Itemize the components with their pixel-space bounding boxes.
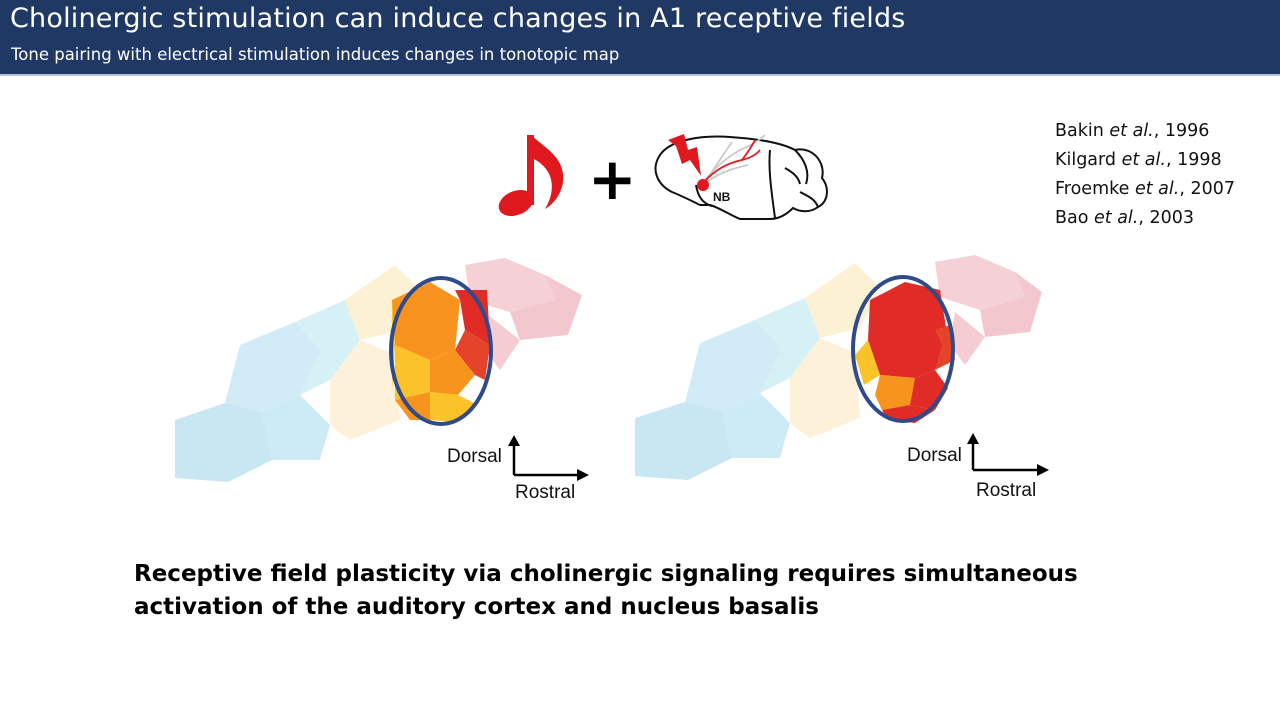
- axes-indicator: Dorsal Rostral: [907, 433, 1049, 501]
- high-frequency-region: [465, 258, 582, 370]
- axes-indicator: Dorsal Rostral: [447, 435, 589, 503]
- dorsal-label: Dorsal: [447, 446, 502, 467]
- tonotopic-map-before: [175, 258, 582, 482]
- brain-diagram: [654, 135, 828, 220]
- conclusion-text: Receptive field plasticity via cholinerg…: [134, 561, 1078, 620]
- neural-pathways: [702, 134, 766, 184]
- paired-frequency-region: [392, 282, 490, 422]
- reference-item: Bakin et al., 1996: [1055, 121, 1210, 141]
- highlight-ellipse: [851, 275, 955, 423]
- low-frequency-region: [635, 263, 880, 480]
- slide-title: Cholinergic stimulation can induce chang…: [10, 3, 906, 34]
- highlight-ellipse: [389, 276, 493, 426]
- dorsal-label: Dorsal: [907, 445, 962, 466]
- reference-list: Bakin et al., 1996 Kilgard et al., 1998 …: [1055, 117, 1235, 233]
- nb-label: NB: [713, 190, 731, 204]
- reference-item: Bao et al., 2003: [1055, 208, 1195, 228]
- music-note-icon: [498, 135, 564, 217]
- paired-frequency-region: [855, 282, 955, 423]
- reference-item: Kilgard et al., 1998: [1055, 150, 1222, 170]
- tonotopic-map-after: [635, 255, 1042, 480]
- plus-sign: +: [588, 145, 637, 213]
- nucleus-basalis-marker: [697, 179, 709, 191]
- low-frequency-region: [175, 265, 420, 482]
- high-frequency-region: [935, 255, 1042, 365]
- slide-subtitle: Tone pairing with electrical stimulation…: [11, 45, 620, 64]
- lightning-bolt-icon: [668, 134, 701, 176]
- rostral-label: Rostral: [976, 480, 1036, 501]
- rostral-label: Rostral: [515, 482, 575, 503]
- reference-item: Froemke et al., 2007: [1055, 179, 1235, 199]
- title-bar: Cholinergic stimulation can induce chang…: [0, 0, 1280, 76]
